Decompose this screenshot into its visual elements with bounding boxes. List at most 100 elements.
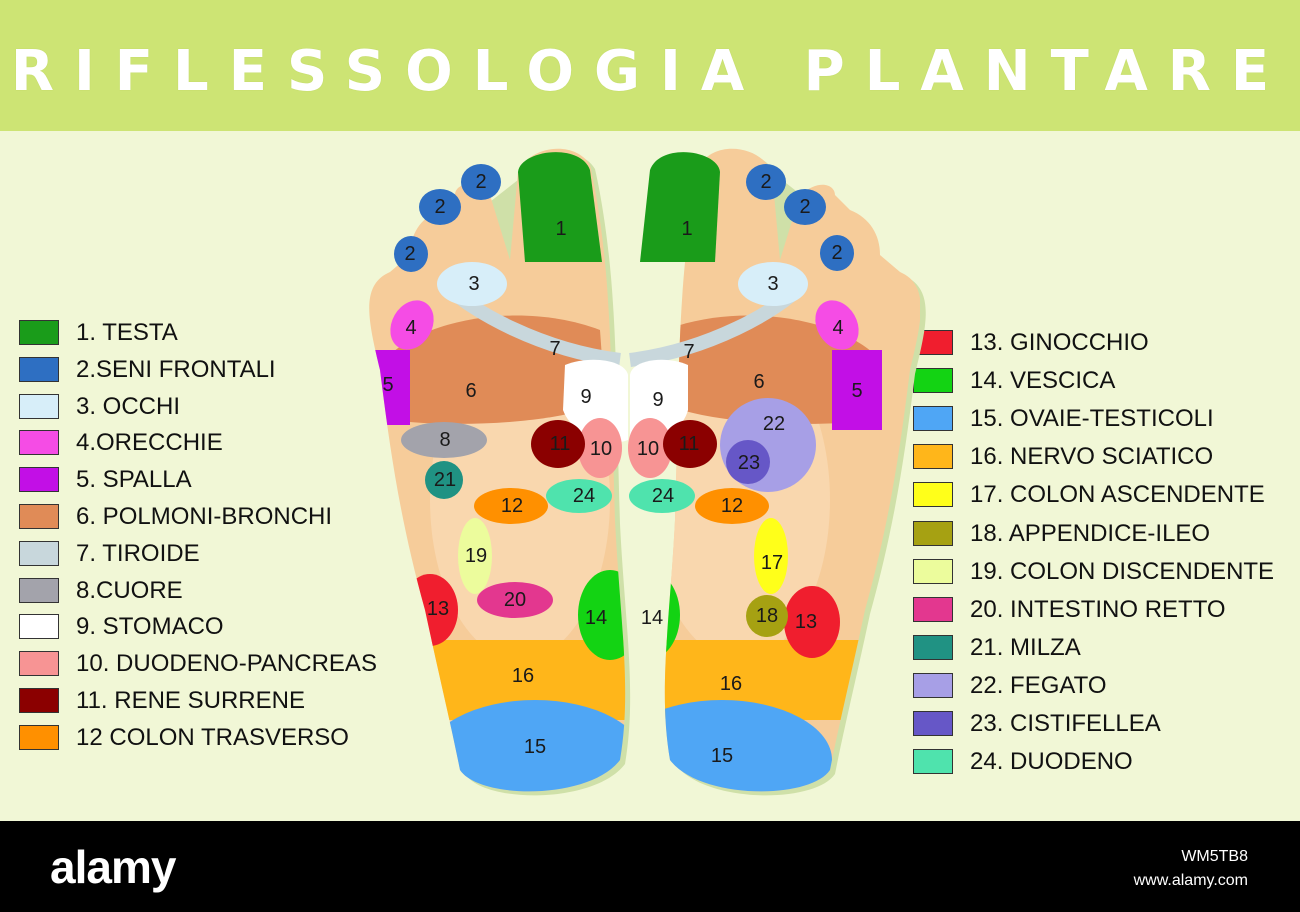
zone-label-4: 4	[832, 317, 843, 339]
zone-label-6: 6	[465, 380, 476, 402]
legend-swatch	[913, 672, 953, 698]
zone-label-5: 5	[851, 380, 862, 402]
legend-item: 14. VESCICA	[913, 364, 1300, 394]
legend-label: 24. DUODENO	[970, 748, 1133, 776]
legend-item: 7. TIROIDE	[19, 537, 419, 567]
legend-swatch	[19, 356, 59, 382]
legend-item: 22. FEGATO	[913, 669, 1300, 699]
legend-swatch	[913, 482, 953, 508]
legend-item: 18. APPENDICE-ILEO	[913, 517, 1300, 547]
legend-item: 12 COLON TRASVERSO	[19, 721, 419, 751]
zone-label-7: 7	[549, 338, 560, 360]
legend-label: 14. VESCICA	[970, 367, 1116, 395]
legend-label: 23. CISTIFELLEA	[970, 710, 1161, 737]
legend-item: 11. RENE SURRENE	[19, 684, 419, 714]
legend-label: 10. DUODENO-PANCREAS	[76, 650, 377, 678]
zone-label-2: 2	[434, 196, 445, 218]
zone-label-6: 6	[753, 371, 764, 393]
legend-swatch	[913, 558, 953, 584]
legend-label: 17. COLON ASCENDENTE	[970, 481, 1265, 509]
legend-item: 5. SPALLA	[19, 463, 419, 493]
zone-label-21: 21	[434, 469, 456, 491]
zone-label-24: 24	[652, 485, 674, 507]
legend-item: 4.ORECCHIE	[19, 426, 419, 456]
zone-label-4: 4	[405, 317, 416, 339]
legend-label: 1. TESTA	[76, 319, 178, 346]
zone-label-12: 12	[501, 495, 523, 517]
zone-label-8: 8	[439, 429, 450, 451]
legend-swatch	[913, 711, 953, 736]
legend-swatch	[913, 444, 953, 470]
legend-item: 21. MILZA	[913, 631, 1300, 661]
zone-label-1: 1	[555, 218, 566, 240]
legend-label: 6. POLMONI-BRONCHI	[76, 503, 333, 530]
zone-label-14: 14	[585, 607, 607, 629]
legend-item: 24. DUODENO	[913, 745, 1300, 775]
zone-label-23: 23	[738, 452, 760, 474]
feet-diagram: 1 2 2 2 3 4 5 6 7 8 9 10 11 21 24 12 19 …	[369, 148, 926, 796]
legend-swatch	[19, 393, 59, 419]
zone-label-5: 5	[382, 374, 393, 396]
legend-swatch	[19, 688, 59, 713]
zone-label-16: 16	[720, 673, 742, 695]
legend-swatch	[19, 577, 59, 603]
zone-label-15: 15	[711, 745, 733, 767]
legend-swatch	[19, 467, 59, 493]
legend-item: 17. COLON ASCENDENTE	[913, 478, 1300, 508]
legend-item: 2.SENI FRONTALI	[19, 353, 419, 383]
right-foot	[628, 148, 926, 796]
zone-label-11: 11	[679, 433, 700, 455]
zone-label-2: 2	[404, 243, 415, 265]
legend-item: 1. TESTA	[19, 316, 419, 346]
legend-item: 9. STOMACO	[19, 610, 419, 640]
legend-item: 16. NERVO SCIATICO	[913, 440, 1300, 470]
zone-label-12: 12	[721, 495, 743, 517]
image-code: WM5TB8	[1181, 848, 1248, 865]
brand-logo: alamy	[50, 841, 176, 893]
legend-swatch	[19, 614, 59, 640]
zone-label-13: 13	[795, 611, 817, 633]
zone-label-3: 3	[767, 273, 778, 295]
zone-label-2: 2	[831, 242, 842, 264]
legend-swatch	[913, 596, 953, 622]
legend-item: 6. POLMONI-BRONCHI	[19, 500, 419, 530]
legend-label: 18. APPENDICE-ILEO	[970, 519, 1211, 547]
legend-swatch	[913, 749, 953, 775]
legend-item: 19. COLON DISCENDENTE	[913, 555, 1300, 585]
legend-label: 21. MILZA	[970, 633, 1081, 661]
zone-label-11: 11	[550, 433, 571, 455]
legend-swatch	[19, 320, 59, 345]
footer-bar: alamy WM5TB8 www.alamy.com	[0, 821, 1300, 912]
legend-swatch	[913, 406, 953, 432]
legend-swatch	[19, 724, 59, 750]
legend-item: 8.CUORE	[19, 574, 419, 604]
right-foot-numbers: 1 2 2 2 3 4 5 6 7 9 10 11 22 23 24 12 17…	[637, 171, 863, 767]
legend-item: 23. CISTIFELLEA	[913, 707, 1300, 737]
zone-label-3: 3	[468, 273, 479, 295]
zone-label-14: 14	[641, 607, 663, 629]
legend-swatch	[913, 634, 953, 660]
legend-item: 10. DUODENO-PANCREAS	[19, 647, 419, 677]
legend-label: 9. STOMACO	[76, 613, 224, 641]
zone-label-1: 1	[681, 218, 692, 240]
zone-label-2: 2	[799, 196, 810, 218]
legend-label: 22. FEGATO	[970, 671, 1107, 699]
zone-label-17: 17	[761, 552, 783, 574]
legend-label: 7. TIROIDE	[76, 539, 200, 567]
legend-label: 15. OVAIE-TESTICOLI	[970, 405, 1214, 433]
zone-label-10: 10	[637, 438, 659, 460]
site-url: www.alamy.com	[1133, 872, 1248, 889]
zone-label-16: 16	[512, 665, 534, 687]
legend-label: 12 COLON TRASVERSO	[76, 723, 349, 751]
legend-label: 3. OCCHI	[76, 392, 181, 420]
legend-label: 19. COLON DISCENDENTE	[970, 557, 1275, 585]
zone-label-2: 2	[760, 171, 771, 193]
zone-label-13: 13	[427, 598, 449, 620]
legend-label: 20. INTESTINO RETTO	[970, 595, 1226, 623]
legend-label: 16. NERVO SCIATICO	[970, 443, 1214, 471]
zone-label-19: 19	[465, 545, 487, 567]
zone-label-18: 18	[756, 605, 778, 627]
legend-label: 8.CUORE	[76, 576, 183, 604]
title-banner	[0, 0, 1300, 131]
zone-label-7: 7	[683, 341, 694, 363]
